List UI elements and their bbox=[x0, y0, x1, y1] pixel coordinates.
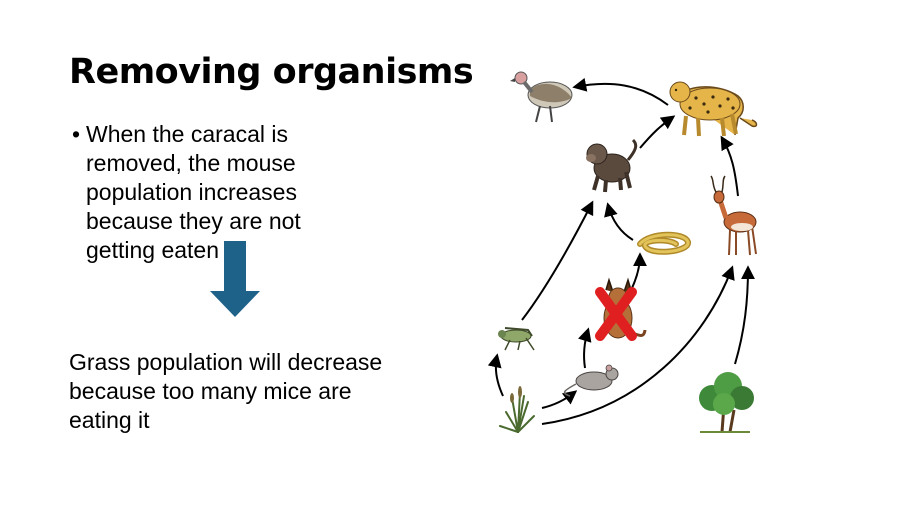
arrow-grass-to-impala bbox=[541, 265, 735, 425]
arrow-caracal-to-snake bbox=[631, 252, 647, 289]
conclusion-text: Grass population will decrease because t… bbox=[69, 349, 383, 433]
grass-icon bbox=[499, 386, 535, 433]
arrow-grass-to-grasshopper bbox=[487, 353, 504, 397]
arrow-baboon-to-cheetah bbox=[639, 115, 676, 149]
arrow-grasshopper-to-baboon bbox=[521, 200, 594, 321]
snake-icon bbox=[637, 231, 691, 255]
arrow-grass-to-mouse bbox=[541, 390, 578, 409]
arrow-bush-to-impala bbox=[734, 265, 755, 365]
food-web-arrows bbox=[487, 77, 755, 425]
bullet-point: • When the caracal is removed, the mouse… bbox=[72, 120, 342, 265]
cheetah-icon bbox=[669, 81, 758, 137]
mouse-icon bbox=[563, 364, 619, 397]
baboon-icon bbox=[586, 138, 638, 193]
red-x-icon bbox=[595, 287, 637, 341]
grasshopper-icon bbox=[498, 327, 535, 351]
down-arrow-icon bbox=[210, 241, 260, 317]
bush-icon bbox=[699, 372, 754, 433]
arrow-cheetah-to-vulture bbox=[572, 77, 669, 106]
arrow-snake-to-baboon bbox=[604, 202, 634, 241]
impala-icon bbox=[710, 175, 757, 256]
bullet-text: When the caracal is removed, the mouse p… bbox=[86, 121, 301, 263]
bullet-dot-icon: • bbox=[72, 121, 81, 147]
arrow-mouse-to-caracal bbox=[578, 327, 592, 369]
slide-title: Removing organisms bbox=[69, 52, 474, 92]
arrow-impala-to-cheetah bbox=[720, 135, 739, 197]
vulture-icon bbox=[510, 71, 573, 123]
